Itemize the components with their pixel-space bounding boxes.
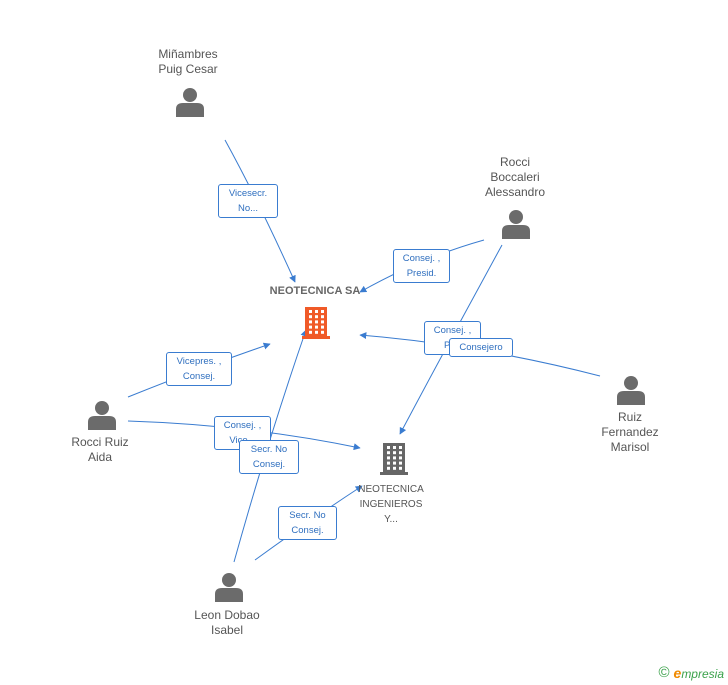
role-line: Presid. [406,268,437,279]
name-line: Isabel [210,623,244,637]
icons-layer [88,88,645,602]
role-line: Consej. [182,371,216,382]
brand-name: mpresia [681,666,724,681]
person-icon[interactable] [502,210,530,239]
company-label-neotecnica-sa[interactable]: NEOTECNICA SA [250,284,380,299]
brand-initial: e [673,664,682,681]
edge-label-rocci-ruiz-neotecnica-sa[interactable]: Vicepres. , Consej. [166,352,232,386]
role-line: No... [237,203,259,214]
brand-logo: empresia [674,665,724,681]
name-line: Rocci Ruiz [71,435,129,449]
name-line: Marisol [610,440,650,454]
edge-label-leon-dobao-neotecnica-sa[interactable]: Secr. No Consej. [239,440,299,474]
edge-label-leon-dobao-neotecnica-ing[interactable]: Secr. No Consej. [278,506,337,540]
name-line: Leon Dobao [194,608,260,622]
person-icon[interactable] [617,376,645,405]
person-icon[interactable] [176,88,204,117]
name-line: Ruiz [617,410,642,424]
footer-brand[interactable]: © empresia [658,664,724,681]
name-line: Rocci [499,155,530,169]
building-icon[interactable] [380,443,408,475]
copyright-icon: © [658,664,670,681]
person-label-ruiz-fernandez[interactable]: Ruiz Fernandez Marisol [585,410,675,455]
person-label-minambres[interactable]: Miñambres Puig Cesar [143,47,233,77]
edge-label-ruiz-fernandez-neotecnica-sa[interactable]: Consejero [449,338,513,357]
role-line: Vicepres. , [176,356,222,367]
role-line: Secr. No [250,444,288,455]
name-line: Boccaleri [490,170,540,184]
role-line: Consejero [459,342,503,353]
name-line: Alessandro [484,185,546,199]
name-line: NEOTECNICA [358,484,424,495]
person-label-leon-dobao[interactable]: Leon Dobao Isabel [182,608,272,638]
name-line: Puig Cesar [158,62,218,76]
role-line: Vicesecr. [228,188,268,199]
person-icon[interactable] [88,401,116,430]
person-icon[interactable] [215,573,243,602]
building-icon[interactable] [302,307,330,339]
role-line: Consej. , [433,325,472,336]
company-label-neotecnica-ingenieros[interactable]: NEOTECNICA INGENIEROS Y... [345,482,437,527]
name-line: INGENIEROS [359,499,423,510]
edge-label-minambres-neotecnica-sa[interactable]: Vicesecr. No... [218,184,278,218]
company-name: NEOTECNICA SA [269,285,361,297]
name-line: Fernandez [601,425,659,439]
role-line: Secr. No [289,510,326,521]
role-line: Consej. , [402,253,441,264]
name-line: Aida [87,450,113,464]
person-label-rocci-ruiz[interactable]: Rocci Ruiz Aida [55,435,145,465]
role-line: Consej. [291,525,324,536]
name-line: Miñambres [158,47,218,61]
role-line: Consej. [252,459,286,470]
edge-label-rocci-boccaleri-neotecnica-sa[interactable]: Consej. , Presid. [393,249,450,283]
person-label-rocci-boccaleri[interactable]: Rocci Boccaleri Alessandro [470,155,560,200]
name-line: Y... [384,514,398,525]
role-line: Consej. , [223,420,262,431]
